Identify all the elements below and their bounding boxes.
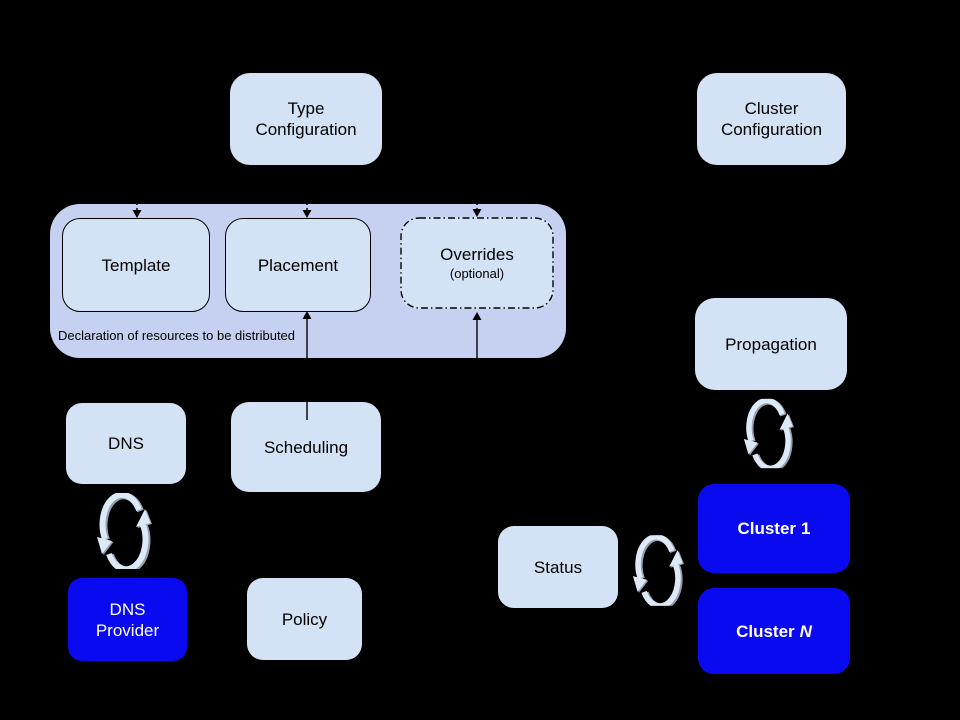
scheduling-box: Scheduling bbox=[231, 402, 381, 492]
sync-icon-status bbox=[632, 534, 684, 607]
template-label: Template bbox=[101, 255, 171, 275]
dns-provider-label-line1: DNS bbox=[109, 599, 146, 619]
cluster-n-label-suffix: N bbox=[799, 621, 812, 641]
propagation-label: Propagation bbox=[725, 334, 817, 354]
container-caption: Declaration of resources to be distribut… bbox=[58, 328, 296, 343]
template-box: Template bbox=[62, 218, 210, 312]
overrides-note: (optional) bbox=[449, 266, 505, 281]
placement-label: Placement bbox=[257, 255, 339, 275]
dns-provider-box: DNS Provider bbox=[68, 578, 187, 661]
status-box: Status bbox=[498, 526, 618, 608]
placement-box: Placement bbox=[225, 218, 371, 312]
type-configuration-label-line1: Type bbox=[287, 99, 325, 118]
cluster-1-label-suffix: 1 bbox=[801, 519, 811, 538]
type-configuration-label-line2: Configuration bbox=[255, 120, 357, 139]
dash-dot-border bbox=[400, 217, 554, 309]
status-label: Status bbox=[533, 557, 583, 577]
dns-provider-label-line2: Provider bbox=[95, 620, 160, 640]
cluster-1-label-prefix: Cluster bbox=[737, 519, 797, 538]
sync-icon-dns bbox=[95, 493, 153, 569]
cluster-configuration-label-line2: Configuration bbox=[720, 120, 823, 139]
policy-box: Policy bbox=[247, 578, 362, 660]
cluster-configuration-label-line1: Cluster bbox=[744, 99, 799, 118]
policy-label: Policy bbox=[281, 609, 328, 629]
sync-icon-propagation bbox=[743, 397, 794, 470]
type-configuration-box: Type Configuration bbox=[230, 73, 382, 165]
dns-label: DNS bbox=[108, 434, 144, 453]
dns-box: DNS bbox=[66, 403, 186, 484]
scheduling-label: Scheduling bbox=[263, 437, 349, 457]
propagation-box: Propagation bbox=[695, 298, 847, 390]
cluster-configuration-box: Cluster Configuration bbox=[697, 73, 846, 165]
overrides-label: Overrides bbox=[440, 245, 514, 264]
overrides-box: Overrides (optional) bbox=[400, 217, 554, 309]
cluster-n-label-prefix: Cluster bbox=[736, 621, 795, 641]
